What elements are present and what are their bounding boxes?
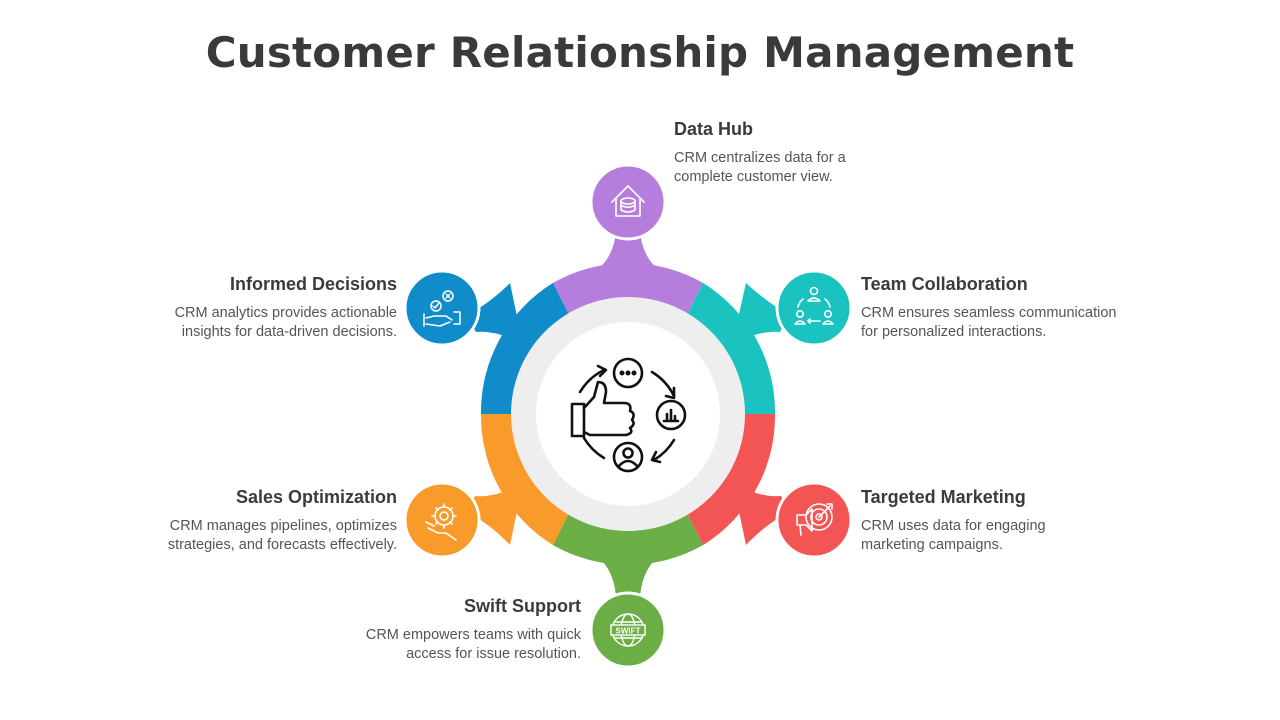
heading-informed-decisions: Informed Decisions — [229, 274, 397, 294]
node-data-hub — [589, 163, 667, 241]
segment-targeted-marketing — [681, 414, 776, 546]
target-megaphone-icon — [796, 503, 833, 536]
text-block-informed-decisions: Informed Decisions CRM analytics provide… — [175, 274, 397, 342]
node-informed-decisions — [403, 269, 481, 347]
decision-handshake-icon — [423, 290, 461, 327]
description-team-collaboration: CRM ensures seamless communication for p… — [861, 305, 1117, 340]
node-targeted-marketing — [775, 481, 853, 559]
description-swift-support: CRM empowers teams with quick access for… — [365, 627, 581, 662]
heading-swift-support: Swift Support — [464, 596, 581, 616]
center-disc — [536, 322, 720, 506]
heading-data-hub: Data Hub — [674, 119, 754, 139]
team-cycle-icon — [794, 286, 834, 325]
swift-globe-icon: SWIFT — [610, 613, 646, 647]
description-sales-optimization: CRM manages pipelines, optimizes strateg… — [167, 518, 397, 553]
text-block-sales-optimization: Sales Optimization CRM manages pipelines… — [168, 487, 397, 555]
description-targeted-marketing: CRM uses data for engaging marketing cam… — [861, 518, 1046, 553]
thumbs-up-feedback-cycle-icon — [570, 357, 687, 473]
heading-sales-optimization: Sales Optimization — [235, 487, 397, 507]
text-block-team-collaboration: Team Collaboration CRM ensures seamless … — [861, 274, 1116, 342]
node-swift-support: SWIFT — [589, 591, 667, 669]
text-block-swift-support: Swift Support CRM empowers teams with qu… — [366, 596, 581, 664]
segment-informed-decisions — [480, 282, 575, 414]
node-sales-optimization — [403, 481, 481, 559]
description-data-hub: CRM centralizes data for a complete cust… — [674, 150, 846, 185]
text-block-data-hub: Data Hub CRM centralizes data for a comp… — [674, 119, 846, 187]
gear-hand-icon — [425, 503, 457, 541]
svg-text:SWIFT: SWIFT — [616, 627, 641, 636]
description-informed-decisions: CRM analytics provides actionable insigh… — [174, 305, 397, 340]
segment-team-collaboration — [681, 282, 776, 414]
node-team-collaboration — [775, 269, 853, 347]
heading-targeted-marketing: Targeted Marketing — [861, 487, 1026, 507]
segment-sales-optimization — [480, 414, 575, 546]
text-block-targeted-marketing: Targeted Marketing CRM uses data for eng… — [861, 487, 1046, 555]
page-title: Customer Relationship Management — [205, 28, 1075, 77]
database-home-icon — [611, 185, 645, 217]
heading-team-collaboration: Team Collaboration — [861, 274, 1028, 294]
